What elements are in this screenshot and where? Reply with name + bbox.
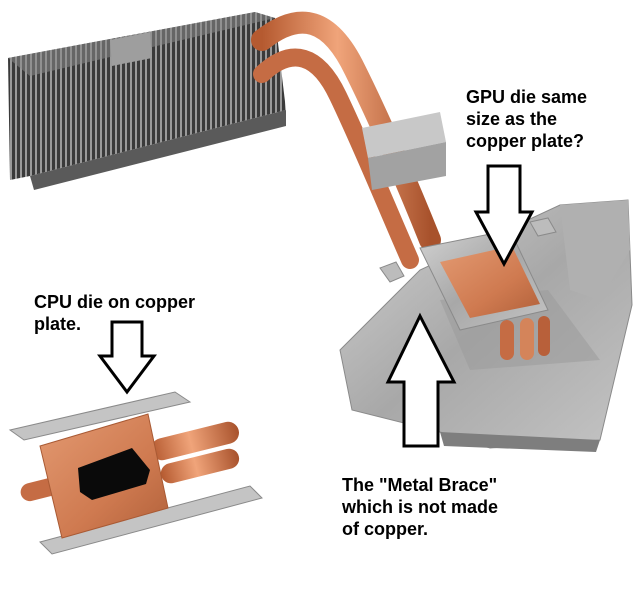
metal-brace-annotation: The "Metal Brace" which is not made of c…: [342, 475, 499, 539]
heat-pipes-top: [251, 11, 441, 269]
arrow-down-cpu: [97, 320, 157, 395]
cpu-heatsink: [8, 391, 263, 555]
arrow-up-brace: [385, 312, 457, 448]
cpu-annotation: CPU die on copper plate.: [34, 292, 196, 334]
thermal-pad: [362, 112, 446, 190]
fin-stack: [8, 12, 286, 190]
gpu-copper-plate: [419, 229, 549, 331]
heat-pipes-gpu: [500, 316, 550, 360]
gpu-annotation: GPU die same size as the copper plate?: [466, 87, 588, 151]
arrow-down-gpu: [473, 164, 535, 268]
